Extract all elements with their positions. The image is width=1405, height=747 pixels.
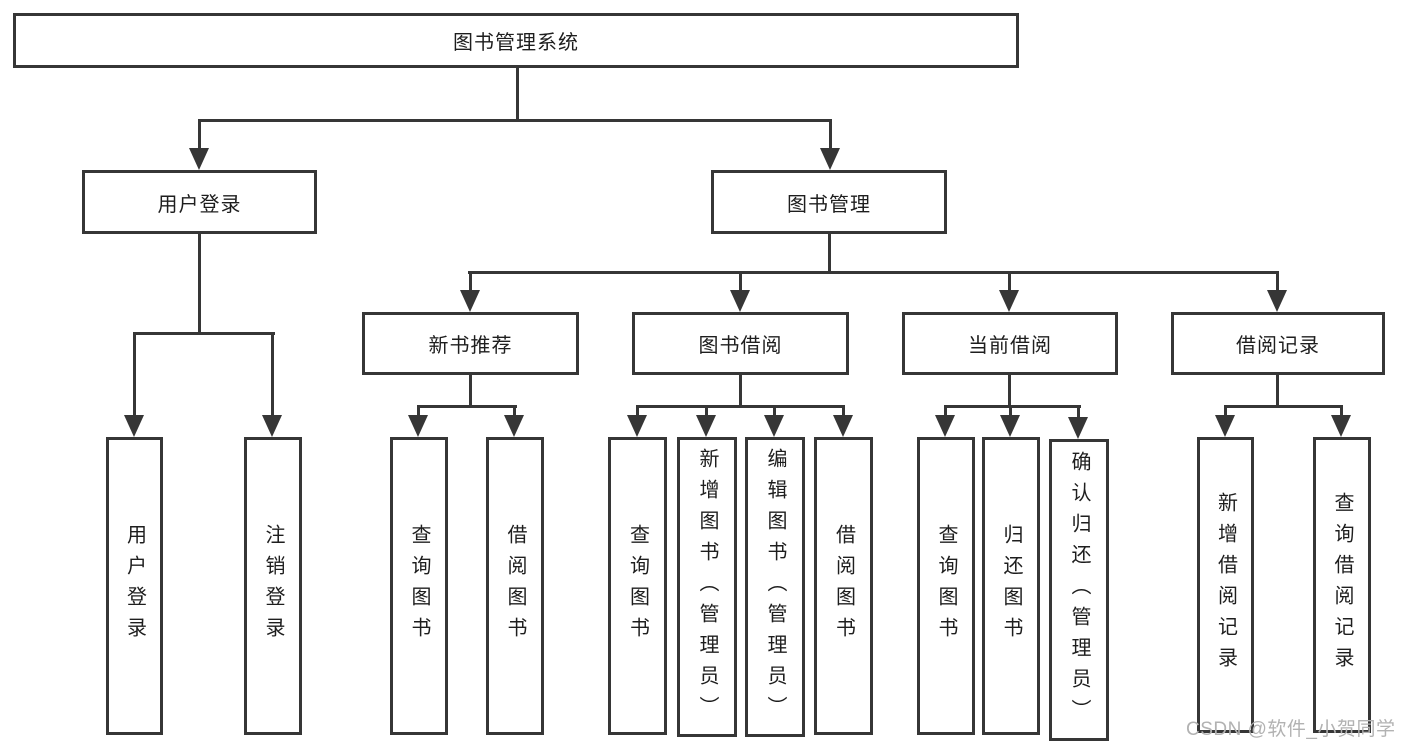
node-user-login: 用户登录: [82, 170, 317, 234]
arrowhead-down-icon: [627, 415, 647, 437]
arrowhead-down-icon: [730, 290, 750, 312]
csdn-watermark: CSDN @软件_小贺同学: [1186, 719, 1396, 740]
leaf-edit-book-admin: 编辑图书（管理员）: [745, 437, 805, 737]
connector-line: [1008, 271, 1011, 292]
connector-line: [1224, 405, 1227, 417]
arrowhead-down-icon: [1215, 415, 1235, 437]
arrowhead-down-icon: [189, 148, 209, 170]
node-borrow-records: 借阅记录: [1171, 312, 1385, 375]
node-label: 图书管理系统: [453, 32, 579, 54]
node-book-management: 图书管理: [711, 170, 947, 234]
connector-line: [636, 405, 845, 408]
node-label: 查询图书: [935, 524, 957, 648]
node-library-management-system: 图书管理系统: [13, 13, 1019, 68]
node-label: 图书管理: [787, 193, 871, 216]
connector-line: [944, 405, 947, 417]
arrowhead-down-icon: [124, 415, 144, 437]
arrowhead-down-icon: [1000, 415, 1020, 437]
node-label: 新增图书（管理员）: [696, 447, 718, 727]
connector-line: [1008, 375, 1011, 408]
connector-line: [133, 332, 136, 417]
leaf-query-book-current: 查询图书: [917, 437, 975, 735]
connector-line: [1224, 405, 1343, 408]
node-label: 新增借阅记录: [1214, 492, 1237, 678]
node-label: 用户登录: [157, 193, 242, 216]
connector-line: [1077, 405, 1080, 419]
node-current-borrowing: 当前借阅: [902, 312, 1118, 375]
node-label: 用户登录: [123, 524, 146, 648]
connector-line: [1340, 405, 1343, 417]
node-label: 借阅记录: [1236, 335, 1320, 357]
arrowhead-down-icon: [764, 415, 784, 437]
arrowhead-down-icon: [935, 415, 955, 437]
node-label: 查询借阅记录: [1331, 492, 1353, 678]
leaf-query-book-recommend: 查询图书: [390, 437, 448, 735]
arrowhead-down-icon: [820, 148, 840, 170]
arrowhead-down-icon: [1068, 417, 1088, 439]
leaf-query-book-borrowing: 查询图书: [608, 437, 667, 735]
node-label: 注销登录: [262, 524, 284, 648]
node-label: 查询图书: [626, 524, 649, 648]
connector-line: [773, 405, 776, 417]
arrowhead-down-icon: [504, 415, 524, 437]
node-label: 借阅图书: [504, 524, 526, 648]
connector-line: [739, 375, 742, 408]
node-label: 确认归还（管理员）: [1068, 450, 1090, 730]
leaf-return-book: 归还图书: [982, 437, 1040, 735]
connector-line: [198, 119, 201, 151]
node-new-book-recommend: 新书推荐: [362, 312, 579, 375]
connector-line: [1009, 405, 1012, 417]
connector-line: [636, 405, 639, 417]
arrowhead-down-icon: [999, 290, 1019, 312]
leaf-confirm-return-admin: 确认归还（管理员）: [1049, 439, 1109, 741]
leaf-query-borrow-record: 查询借阅记录: [1313, 437, 1371, 733]
connector-line: [133, 332, 275, 335]
connector-line: [469, 375, 472, 408]
arrowhead-down-icon: [460, 290, 480, 312]
connector-line: [828, 234, 831, 272]
node-label: 查询图书: [408, 524, 430, 648]
connector-line: [1276, 375, 1279, 408]
connector-line: [829, 119, 832, 151]
arrowhead-down-icon: [262, 415, 282, 437]
connector-line: [469, 271, 472, 292]
arrowhead-down-icon: [696, 415, 716, 437]
node-label: 新书推荐: [428, 335, 513, 357]
connector-line: [417, 405, 420, 417]
leaf-add-book-admin: 新增图书（管理员）: [677, 437, 737, 737]
connector-line: [705, 405, 708, 417]
connector-line: [516, 68, 519, 120]
node-label: 编辑图书（管理员）: [764, 447, 786, 727]
leaf-borrow-book-recommend: 借阅图书: [486, 437, 544, 735]
connector-line: [842, 405, 845, 417]
node-label: 图书借阅: [698, 335, 783, 357]
node-label: 当前借阅: [968, 335, 1052, 357]
connector-line: [198, 234, 201, 335]
arrowhead-down-icon: [1267, 290, 1287, 312]
leaf-borrow-book: 借阅图书: [814, 437, 873, 735]
node-label: 归还图书: [1000, 524, 1022, 648]
connector-line: [1276, 271, 1279, 292]
connector-line: [468, 271, 1279, 274]
arrowhead-down-icon: [1331, 415, 1351, 437]
connector-line: [944, 405, 1081, 408]
leaf-logout: 注销登录: [244, 437, 302, 735]
leaf-add-borrow-record: 新增借阅记录: [1197, 437, 1254, 733]
connector-line: [417, 405, 517, 408]
connector-line: [739, 271, 742, 292]
leaf-user-login: 用户登录: [106, 437, 163, 735]
connector-line: [513, 405, 516, 417]
connector-line: [198, 119, 832, 122]
connector-line: [271, 332, 274, 417]
node-label: 借阅图书: [832, 524, 855, 648]
arrowhead-down-icon: [833, 415, 853, 437]
arrowhead-down-icon: [408, 415, 428, 437]
node-book-borrowing: 图书借阅: [632, 312, 849, 375]
